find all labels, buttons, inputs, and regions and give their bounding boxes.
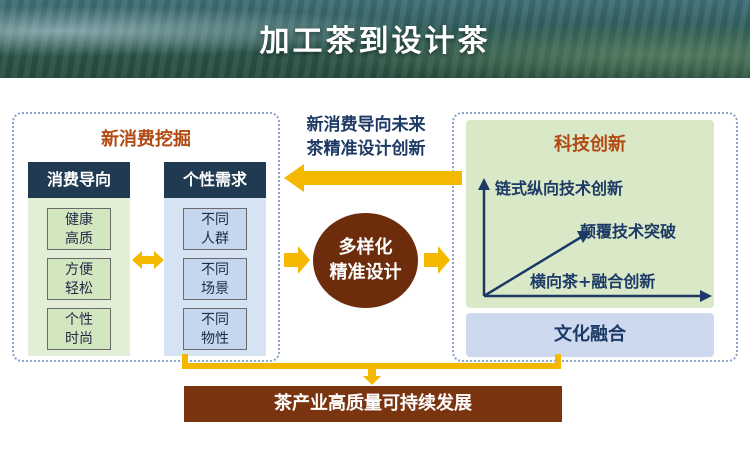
right-arrow-icon bbox=[284, 246, 310, 274]
consumer-orientation-column: 健康 高质 方便 轻松 个性 时尚 bbox=[28, 198, 130, 356]
demand-item: 不同 场景 bbox=[183, 258, 247, 300]
down-arrow-icon bbox=[363, 366, 381, 385]
sustainable-development-bar: 茶产业高质量可持续发展 bbox=[184, 386, 562, 422]
future-design-arrow-label: 新消费导向未来 茶精准设计创新 bbox=[306, 115, 426, 159]
orientation-item: 健康 高质 bbox=[47, 208, 111, 250]
personalized-demand-header: 个性需求 bbox=[164, 162, 266, 198]
consumer-orientation-header: 消费导向 bbox=[28, 162, 130, 198]
demand-item: 不同 物性 bbox=[183, 308, 247, 350]
tech-innovation-title: 科技创新 bbox=[554, 134, 626, 155]
tech-item-horizontal: 横向茶+融合创新 bbox=[530, 272, 656, 291]
personalized-demand-column: 不同 人群 不同 场景 不同 物性 bbox=[164, 198, 266, 356]
orientation-item: 个性 时尚 bbox=[47, 308, 111, 350]
orientation-item: 方便 轻松 bbox=[47, 258, 111, 300]
cultural-fusion-box: 文化融合 bbox=[466, 313, 714, 357]
demand-item: 不同 人群 bbox=[183, 208, 247, 250]
tech-item-vertical: 链式纵向技术创新 bbox=[495, 179, 624, 198]
page-title: 加工茶到设计茶 bbox=[259, 24, 491, 59]
right-arrow-icon bbox=[424, 246, 450, 274]
new-consumption-title: 新消费挖掘 bbox=[101, 129, 191, 150]
tech-item-disruptive: 颠覆技术突破 bbox=[580, 222, 677, 241]
header-banner bbox=[0, 0, 750, 78]
left-arrow-icon bbox=[284, 164, 462, 192]
precision-design-circle: 多样化 精准设计 bbox=[313, 213, 418, 308]
